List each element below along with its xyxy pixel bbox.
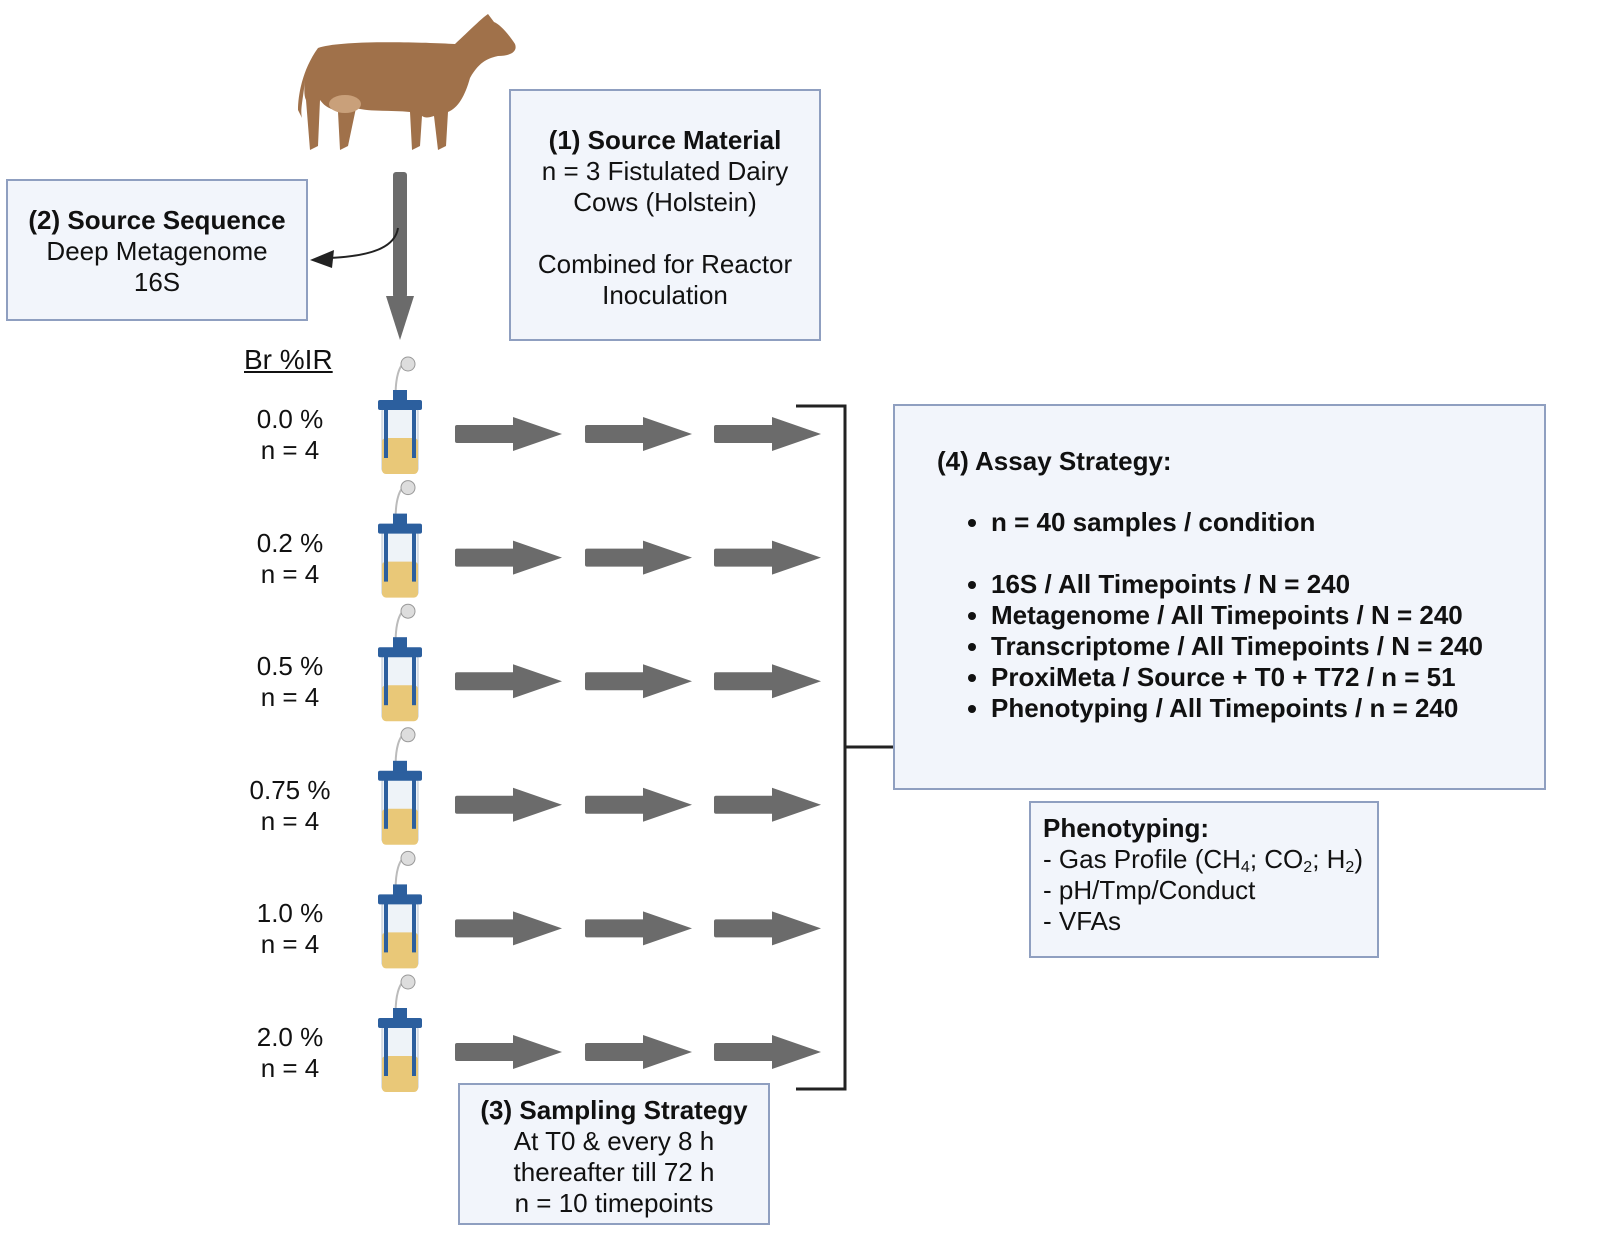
bioreactor-icon	[378, 974, 422, 1092]
condition-label: 1.0 %n = 4	[230, 898, 350, 960]
bioreactor-icon	[378, 603, 422, 722]
right-arrow-icon	[714, 1035, 821, 1069]
phenotyping-title: Phenotyping:	[1043, 813, 1210, 843]
assay-items-list: 16S / All Timepoints / N = 240 Metagenom…	[937, 569, 1544, 724]
condition-percent: 2.0 %	[256, 1022, 324, 1052]
assay-item: Phenotyping / All Timepoints / n = 240	[991, 693, 1544, 724]
right-arrow-icon	[455, 911, 562, 946]
phenotyping-line: - VFAs	[1043, 906, 1122, 936]
assay-item: Metagenome / All Timepoints / N = 240	[991, 600, 1544, 631]
phenotyping-gas-line: - Gas Profile (CH4; CO2; H2)	[1043, 844, 1363, 876]
right-arrow-icon	[585, 417, 692, 451]
right-arrow-icon	[714, 417, 821, 451]
bioreactor-icon	[378, 850, 422, 969]
source-sequence-line: Deep Metagenome	[46, 236, 268, 266]
sampling-strategy-box: (3) Sampling Strategy At T0 & every 8 h …	[458, 1083, 770, 1225]
condition-label: 2.0 %n = 4	[230, 1022, 350, 1084]
condition-n: n = 4	[260, 929, 320, 960]
condition-n: n = 4	[260, 682, 320, 713]
assay-item: Transcriptome / All Timepoints / N = 240	[991, 631, 1544, 662]
sampling-strategy-title: (3) Sampling Strategy	[480, 1095, 748, 1125]
assay-item: ProxiMeta / Source + T0 + T72 / n = 51	[991, 662, 1544, 693]
right-arrow-icon	[455, 787, 562, 822]
right-arrow-icon	[714, 787, 821, 822]
source-material-box: (1) Source Material n = 3 Fistulated Dai…	[509, 89, 821, 341]
condition-n: n = 4	[260, 805, 320, 836]
source-sequence-box: (2) Source Sequence Deep Metagenome 16S	[6, 179, 308, 321]
assay-strategy-box: (4) Assay Strategy: n = 40 samples / con…	[893, 404, 1546, 790]
condition-n: n = 4	[260, 558, 320, 589]
condition-n: n = 4	[260, 435, 320, 465]
phenotyping-box: Phenotyping: - Gas Profile (CH4; CO2; H2…	[1029, 801, 1379, 958]
condition-percent: 0.5 %	[256, 651, 324, 682]
condition-percent: 0.75 %	[249, 774, 331, 805]
right-arrow-icon	[455, 1035, 562, 1069]
source-material-line: Cows (Holstein)	[573, 187, 757, 217]
reactor-header: Br %IR	[244, 344, 333, 375]
cow-icon	[298, 14, 516, 150]
condition-label: 0.0 %n = 4	[230, 404, 350, 466]
right-arrow-icon	[585, 1035, 692, 1069]
assay-item: 16S / All Timepoints / N = 240	[991, 569, 1544, 600]
source-sequence-line: 16S	[133, 267, 181, 297]
condition-label: 0.75 %n = 4	[230, 775, 350, 837]
condition-label: 0.5 %n = 4	[230, 651, 350, 713]
right-arrow-icon	[585, 540, 692, 575]
phenotyping-line: - pH/Tmp/Conduct	[1043, 875, 1256, 905]
right-arrow-icon	[714, 911, 821, 946]
condition-percent: 1.0 %	[256, 898, 324, 929]
source-material-line: Inoculation	[602, 280, 728, 310]
bioreactor-icon	[378, 480, 422, 598]
right-arrow-icon	[714, 664, 821, 699]
source-material-line: Combined for Reactor	[537, 249, 793, 279]
bioreactor-icon	[378, 727, 422, 845]
right-arrow-icon	[585, 787, 692, 822]
assay-strategy-title: (4) Assay Strategy:	[937, 446, 1172, 476]
assay-summary: n = 40 samples / condition	[991, 507, 1544, 538]
sampling-strategy-line: n = 10 timepoints	[514, 1188, 714, 1218]
source-sequence-title: (2) Source Sequence	[28, 205, 286, 235]
right-arrow-icon	[714, 540, 821, 575]
sampling-strategy-line: At T0 & every 8 h	[513, 1126, 715, 1156]
right-arrow-icon	[455, 664, 562, 699]
condition-label: 0.2 %n = 4	[230, 528, 350, 590]
sampling-strategy-line: thereafter till 72 h	[513, 1157, 715, 1187]
spacer	[511, 218, 819, 249]
source-material-line: n = 3 Fistulated Dairy	[541, 156, 789, 186]
assay-summary-list: n = 40 samples / condition	[937, 507, 1544, 538]
curved-arrow-icon	[310, 227, 399, 268]
right-arrow-icon	[585, 911, 692, 946]
source-material-title: (1) Source Material	[548, 125, 782, 155]
bracket	[796, 404, 893, 1091]
right-arrow-icon	[455, 540, 562, 575]
right-arrow-icon	[585, 664, 692, 699]
bioreactor-icon	[378, 356, 422, 474]
condition-percent: 0.2 %	[256, 527, 324, 558]
condition-percent: 0.0 %	[256, 404, 324, 434]
condition-n: n = 4	[260, 1053, 320, 1083]
down-arrow-icon	[386, 172, 414, 340]
right-arrow-icon	[455, 417, 562, 451]
